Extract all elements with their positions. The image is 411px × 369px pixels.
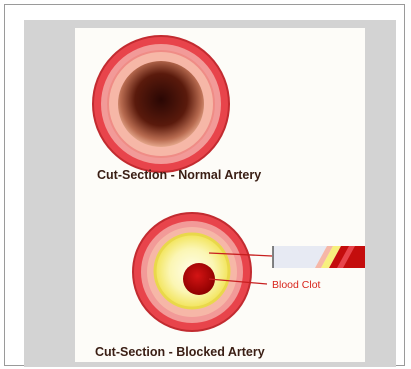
normal-artery [93,36,229,172]
blocked-artery-caption: Cut-Section - Blocked Artery [95,345,265,359]
normal-lumen [118,61,204,147]
image-panel: Cut-Section - Normal Artery [24,20,396,367]
normal-artery-caption: Cut-Section - Normal Artery [97,168,261,182]
image-frame: Cut-Section - Normal Artery [4,4,405,366]
blood-clot-label: Blood Clot [272,279,321,291]
wall-detail-inset [273,246,365,268]
diagram-canvas: Cut-Section - Normal Artery [75,28,365,362]
blocked-artery [133,213,251,331]
artery-diagram: Cut-Section - Normal Artery [75,28,365,362]
